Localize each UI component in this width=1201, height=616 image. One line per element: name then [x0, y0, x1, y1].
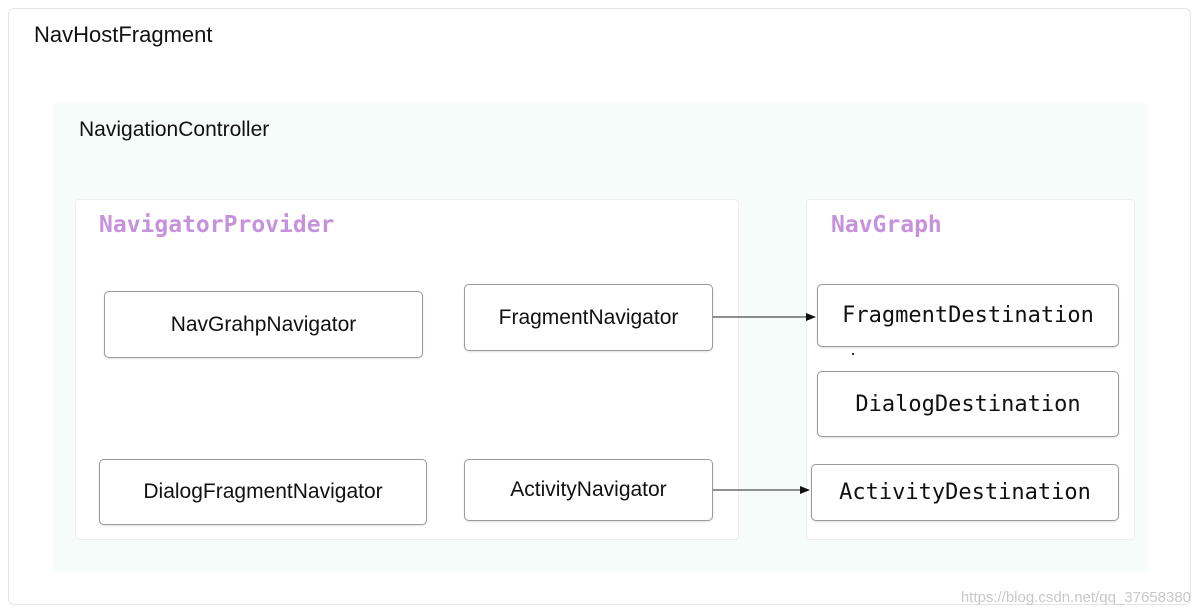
activity-destination-node: ActivityDestination [811, 464, 1119, 521]
nav-graph-navigator-label: NavGrahpNavigator [170, 312, 357, 336]
watermark-text: https://blog.csdn.net/qq_37658380 [960, 589, 1191, 606]
activity-navigator-label: ActivityNavigator [510, 478, 667, 501]
dialog-destination-label: DialogDestination [855, 391, 1081, 417]
nav-graph-title: NavGraph [831, 212, 942, 238]
activity-navigator-node: ActivityNavigator [464, 459, 713, 521]
stray-dot [852, 353, 854, 355]
fragment-navigator-label: FragmentNavigator [498, 305, 679, 329]
navigator-provider-title: NavigatorProvider [99, 212, 335, 238]
fragment-destination-label: FragmentDestination [842, 303, 1094, 328]
fragment-destination-node: FragmentDestination [817, 284, 1119, 347]
dialog-destination-node: DialogDestination [817, 371, 1119, 437]
dialog-fragment-navigator-label: DialogFragmentNavigator [143, 480, 383, 503]
nav-host-fragment-title: NavHostFragment [34, 22, 213, 47]
nav-graph-navigator-node: NavGrahpNavigator [104, 291, 423, 358]
navigation-controller-title: NavigationController [79, 118, 270, 141]
dialog-fragment-navigator-node: DialogFragmentNavigator [99, 459, 427, 525]
fragment-navigator-node: FragmentNavigator [464, 284, 713, 351]
activity-destination-label: ActivityDestination [839, 480, 1091, 505]
